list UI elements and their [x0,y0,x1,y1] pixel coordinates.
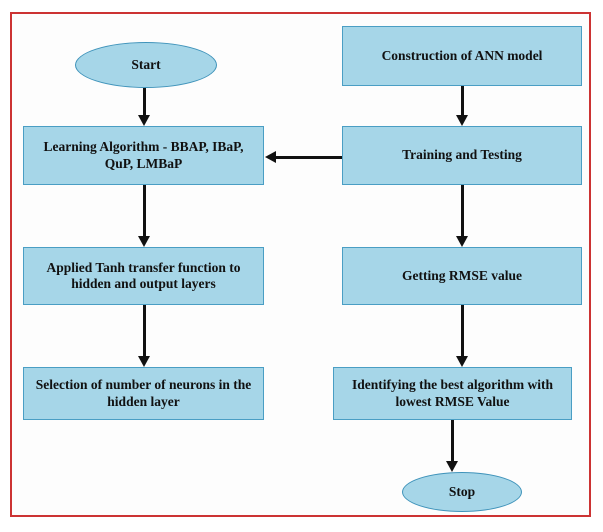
arrowhead-rmse-to-identifying [456,356,468,367]
arrowhead-training-to-rmse [456,236,468,247]
node-stop-label: Stop [448,483,476,499]
node-applied-tanh-transfer-function[interactable]: Applied Tanh transfer function to hidden… [23,247,264,305]
node-start-label: Start [131,56,161,72]
node-construction-of-ann-model-label: Construction of ANN model [381,47,543,63]
arrowhead-construction-to-training [456,115,468,126]
node-training-and-testing[interactable]: Training and Testing [342,126,582,185]
node-identifying-best-algorithm[interactable]: Identifying the best algorithm with lowe… [333,367,572,420]
node-applied-tanh-transfer-function-label: Applied Tanh transfer function to hidden… [46,259,241,291]
edge-learning-to-tanh [143,185,146,236]
node-selection-of-number-of-neurons[interactable]: Selection of number of neurons in the hi… [23,367,264,420]
arrowhead-training-to-learning [265,151,276,163]
node-identifying-best-algorithm-label: Identifying the best algorithm with lowe… [351,377,553,409]
node-learning-algorithm[interactable]: Learning Algorithm - BBAP, IBaP, QuP, LM… [23,126,264,185]
arrowhead-learning-to-tanh [138,236,150,247]
node-stop[interactable]: Stop [402,472,522,512]
edge-construction-to-training [461,86,464,116]
node-start[interactable]: Start [75,42,217,88]
edge-rmse-to-identifying [461,305,464,356]
node-construction-of-ann-model[interactable]: Construction of ANN model [342,26,582,86]
edge-training-to-learning [276,156,342,159]
edge-training-to-rmse [461,185,464,236]
diagram-frame: Start Construction of ANN model Learning… [10,12,591,517]
arrowhead-tanh-to-selection [138,356,150,367]
node-getting-rmse-value-label: Getting RMSE value [402,267,522,283]
arrowhead-start-to-learning [138,115,150,126]
node-getting-rmse-value[interactable]: Getting RMSE value [342,247,582,305]
edge-tanh-to-selection [143,305,146,356]
node-training-and-testing-label: Training and Testing [402,147,522,163]
node-learning-algorithm-label: Learning Algorithm - BBAP, IBaP, QuP, LM… [43,139,244,171]
edge-start-to-learning [143,88,146,118]
edge-identifying-to-stop [451,420,454,461]
node-selection-of-number-of-neurons-label: Selection of number of neurons in the hi… [35,377,252,409]
arrowhead-identifying-to-stop [446,461,458,472]
